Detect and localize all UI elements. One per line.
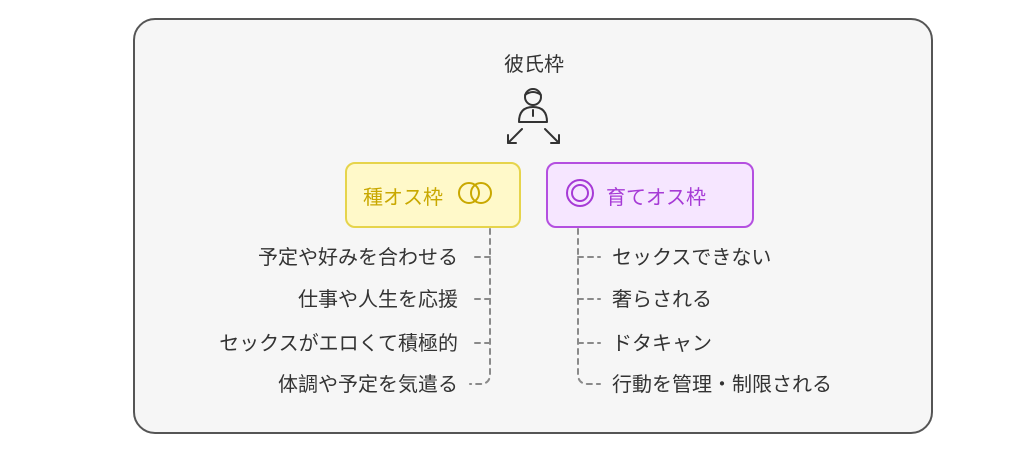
right-item-3: ドタキャン — [612, 331, 712, 355]
left-item-3: セックスがエロくて積極的 — [219, 331, 458, 355]
right-item-1: セックスできない — [612, 245, 772, 269]
branch-arrows — [507, 128, 560, 144]
double-circle-icon — [564, 177, 596, 214]
arrow-right — [544, 128, 560, 144]
branch-label-left: 種オス枠 — [363, 184, 443, 209]
left-item-4: 体調や予定を気遣る — [278, 372, 458, 396]
branch-node-right: 育てオス枠 — [546, 162, 754, 228]
right-connectors — [577, 228, 601, 385]
right-item-4: 行動を管理・制限される — [612, 372, 832, 396]
person-icon — [518, 88, 548, 123]
arrow-left — [507, 128, 523, 144]
left-connectors — [469, 228, 491, 385]
root-label: 彼氏枠 — [504, 52, 564, 76]
interlocking-rings-icon — [455, 179, 495, 212]
right-item-2: 奢らされる — [612, 287, 712, 311]
branch-label-right: 育てオス枠 — [606, 184, 706, 209]
left-item-2: 仕事や人生を応援 — [298, 287, 458, 311]
diagram-frame — [133, 18, 933, 434]
branch-node-left: 種オス枠 — [345, 162, 521, 228]
left-item-1: 予定や好みを合わせる — [258, 245, 458, 269]
